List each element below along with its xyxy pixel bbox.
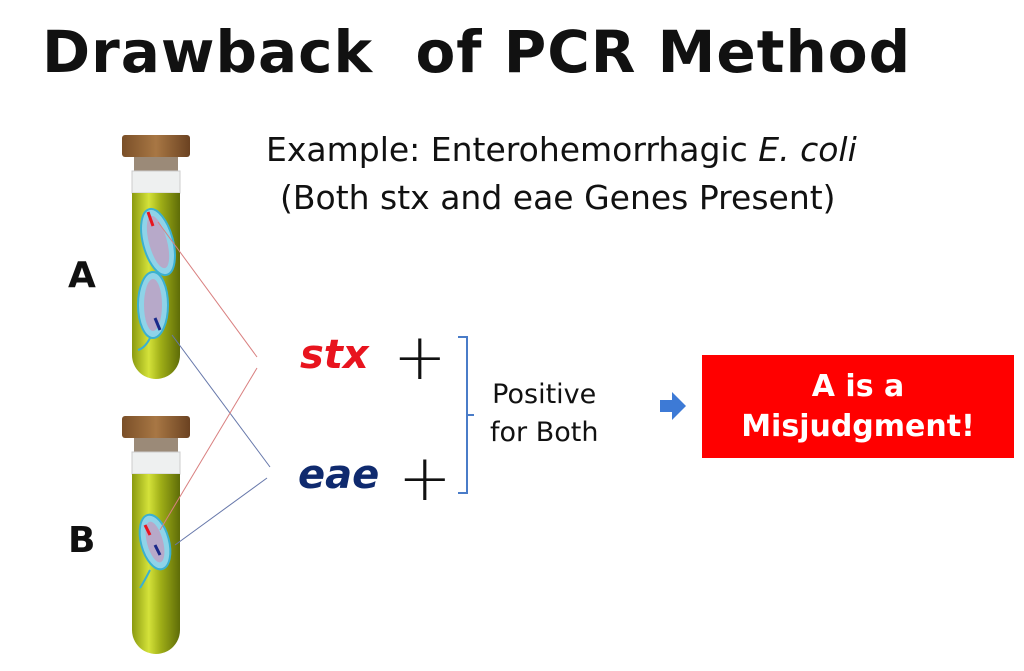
connector-line <box>174 477 268 546</box>
bacterium-icon <box>137 271 169 351</box>
example-text: Example: Enterohemorrhagic <box>266 130 759 169</box>
conclusion-text: Positive for Both <box>490 376 598 452</box>
example-subheading: (Both stx and eae Genes Present) <box>280 178 836 217</box>
tube-label-a: A <box>68 255 96 296</box>
connector-line <box>157 221 258 358</box>
conclusion-line1: Positive <box>492 379 597 410</box>
test-tube-a <box>122 135 190 379</box>
stx-result: + <box>393 321 447 395</box>
bacterium-icon <box>140 207 176 277</box>
page-title: Drawback of PCR Method <box>42 18 912 86</box>
eae-result: + <box>398 442 452 516</box>
arrow-right-icon <box>660 392 686 420</box>
bracket <box>458 336 474 494</box>
gene-eae: eae <box>298 452 380 498</box>
connector-line <box>171 334 271 468</box>
conclusion-line2: for Both <box>490 417 599 448</box>
test-tube-b <box>122 416 190 654</box>
result-line1: A is a <box>811 368 905 404</box>
connector-line <box>159 367 258 531</box>
example-heading: Example: Enterohemorrhagic E. coli <box>266 130 857 169</box>
bacterium-icon <box>138 513 172 589</box>
organism-name: E. coli <box>758 130 857 169</box>
result-line2: Misjudgment! <box>741 408 975 444</box>
misjudgment-box: A is a Misjudgment! <box>702 355 1014 458</box>
tube-label-b: B <box>68 520 96 561</box>
gene-stx: stx <box>300 332 369 378</box>
